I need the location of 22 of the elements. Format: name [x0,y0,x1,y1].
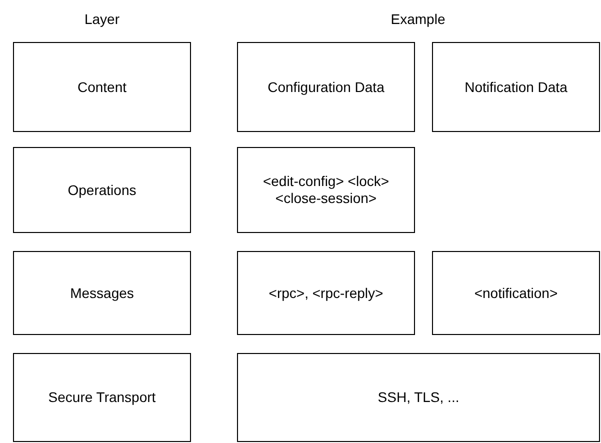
box-text: Operations [68,182,136,198]
box-text: SSH, TLS, ... [378,389,460,406]
column-heading: Layer [84,11,120,27]
layer-box [13,251,191,335]
box-text: <edit-config> <lock> <close-session> [262,173,390,207]
box-text: Secure Transport [48,389,156,406]
example-box [237,147,415,233]
column-heading: Example [390,11,446,27]
layer-box [13,42,191,132]
example-box [237,251,415,335]
box-text: Content [77,78,127,96]
example-box [432,251,600,335]
layer-box [13,353,191,442]
layer-box [13,147,191,233]
example-box [432,42,600,132]
box-text: Messages [70,284,134,302]
box-text: Notification Data [464,78,568,96]
example-box [237,353,600,442]
box-text: <rpc>, <rpc-reply> [268,284,384,302]
box-text: <notification> [474,284,558,302]
box-text: Configuration Data [268,78,384,96]
example-box [237,42,415,132]
